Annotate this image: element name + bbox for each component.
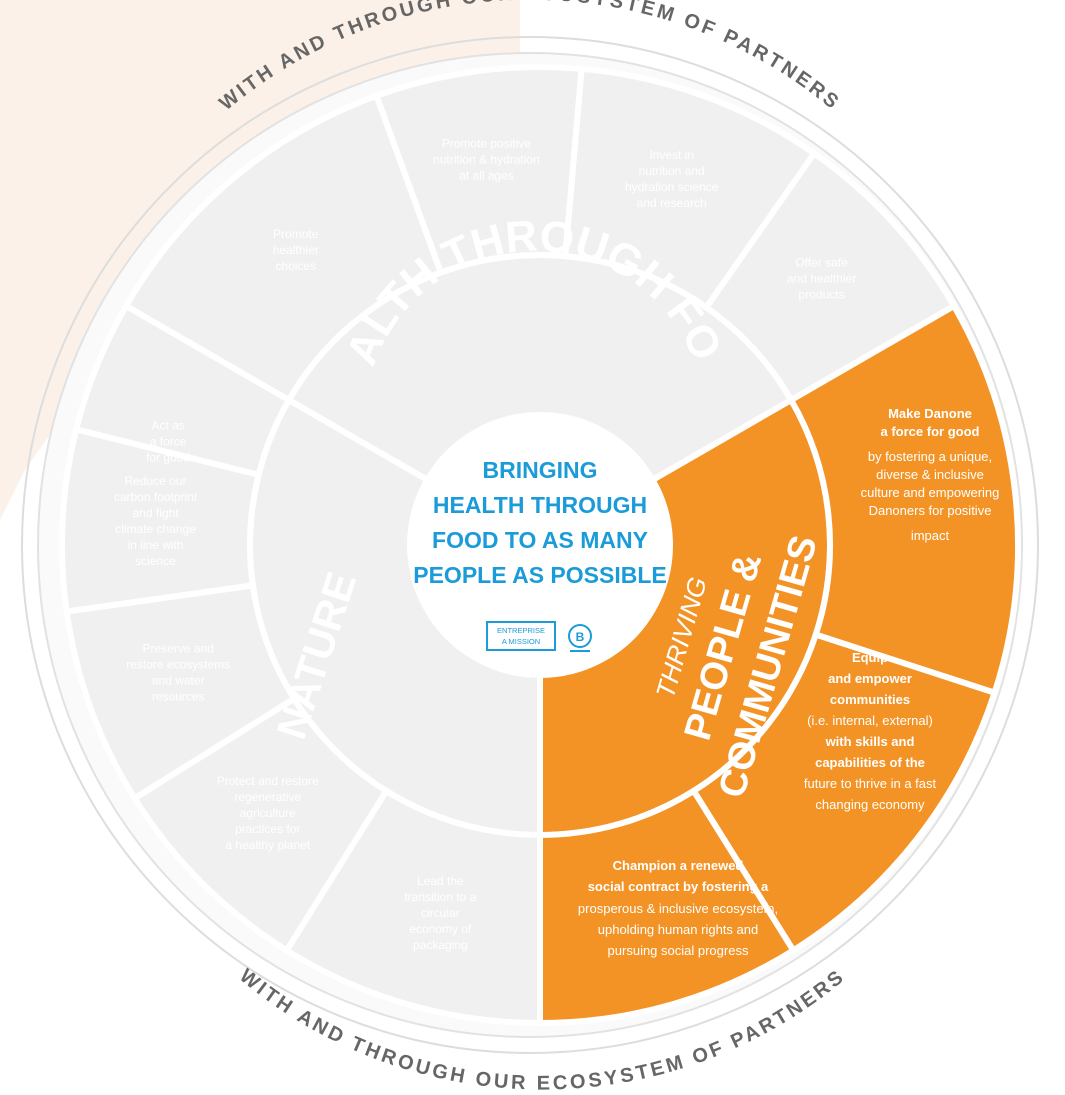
gray-segment-text: practices for xyxy=(235,822,300,836)
outer-segment-nature-5 xyxy=(72,301,293,479)
gray-segment-text: for good xyxy=(146,450,190,464)
gray-segment-text: Act as xyxy=(151,418,184,432)
segments-group xyxy=(59,64,1021,1027)
gray-segment-text: choices xyxy=(275,259,316,273)
svg-text:a force for good: a force for good xyxy=(881,424,980,439)
svg-text:prosperous & inclusive ecosyst: prosperous & inclusive ecosystem, xyxy=(578,901,778,916)
svg-text:changing economy: changing economy xyxy=(815,797,925,812)
gray-segment-text: hydration science xyxy=(625,180,719,194)
gray-segment-text: at all ages xyxy=(459,169,514,183)
svg-text:Danoners for positive: Danoners for positive xyxy=(869,503,992,518)
center-headline: BRINGING HEALTH THROUGH FOOD TO AS MANY … xyxy=(413,457,666,588)
svg-text:upholding human rights and: upholding human rights and xyxy=(598,922,758,937)
gray-segment-text: and healthier xyxy=(787,271,856,285)
gray-segment-text: carbon footprint xyxy=(114,490,198,504)
gray-segment-text: nutrition & hydration xyxy=(433,153,540,167)
svg-text:diverse & inclusive: diverse & inclusive xyxy=(876,467,984,482)
center-badges: ENTREPRISE A MISSION B xyxy=(486,621,592,652)
svg-text:impact: impact xyxy=(911,528,950,543)
svg-text:(i.e. internal, external): (i.e. internal, external) xyxy=(807,713,933,728)
gray-segment-text: economy of xyxy=(409,922,472,936)
gray-segment-text: in line with xyxy=(128,538,184,552)
gray-segment-text: Invest in xyxy=(649,148,694,162)
gray-segment-text: Offer safe xyxy=(795,255,848,269)
svg-text:Equip: Equip xyxy=(852,650,888,665)
gray-segment-text: a healthy planet xyxy=(225,838,310,852)
svg-text:Make Danone: Make Danone xyxy=(888,406,972,421)
gray-segment-text: and fight xyxy=(133,506,180,520)
beige-backdrop xyxy=(0,0,520,520)
gray-segment-text: restore ecosystems xyxy=(126,658,230,672)
gray-segment-text: circular xyxy=(421,906,460,920)
gray-segment-text: Protect and restore xyxy=(217,774,319,788)
gray-segment-text: agriculture xyxy=(240,806,296,820)
gray-segment-text: Preserve and xyxy=(143,642,214,656)
gray-segment-text: a force xyxy=(150,434,187,448)
gray-segment-text: and water xyxy=(152,674,205,688)
svg-text:by fostering a unique,: by fostering a unique, xyxy=(868,449,992,464)
gray-segment-text: Promote positive xyxy=(442,137,532,151)
svg-text:with skills and: with skills and xyxy=(825,734,915,749)
svg-text:FOOD TO AS MANY: FOOD TO AS MANY xyxy=(432,527,648,553)
entreprise-badge-text: ENTREPRISE xyxy=(497,626,545,635)
center-circle xyxy=(410,415,670,675)
svg-text:HEALTH THROUGH: HEALTH THROUGH xyxy=(433,492,647,518)
svg-text:B: B xyxy=(576,630,585,644)
gray-segment-text: Promote xyxy=(273,227,319,241)
svg-text:capabilities of the: capabilities of the xyxy=(815,755,925,770)
gray-labels-group: Promote healthier choices Promote positive n… xyxy=(114,137,856,952)
entreprise-badge-text-2: A MISSION xyxy=(502,637,540,646)
people-segment-2-text: Equip and empower communities (i.e. inte… xyxy=(804,650,937,812)
gray-segment-text: healthier xyxy=(273,243,319,257)
entreprise-badge xyxy=(486,621,556,651)
svg-text:pursuing social progress: pursuing social progress xyxy=(608,943,749,958)
svg-text:communities: communities xyxy=(830,692,910,707)
svg-text:Champion a renewed: Champion a renewed xyxy=(613,858,744,873)
svg-text:future to thrive in a fast: future to thrive in a fast xyxy=(804,776,937,791)
gray-segment-text: transition to a xyxy=(404,890,476,904)
gray-segment-text: and research xyxy=(637,196,707,210)
gray-segment-text: science xyxy=(135,554,176,568)
people-segment-1-text: Make Danone a force for good by fosterin… xyxy=(861,406,1000,543)
gray-segment-text: packaging xyxy=(413,938,468,952)
outer-border-ring xyxy=(21,36,1039,1054)
gray-segment-text: regenerative xyxy=(234,790,301,804)
gray-segment-text: climate change xyxy=(115,522,196,536)
gray-segment-text: products xyxy=(799,287,845,301)
svg-text:BRINGING: BRINGING xyxy=(483,457,598,483)
gray-segment-text: Reduce our xyxy=(125,474,187,488)
svg-text:PEOPLE AS POSSIBLE: PEOPLE AS POSSIBLE xyxy=(413,562,666,588)
svg-text:and empower: and empower xyxy=(828,671,912,686)
gray-segment-text: resources xyxy=(152,690,205,704)
svg-text:social contract by fostering a: social contract by fostering a xyxy=(588,879,769,894)
gray-segment-text: Lead the xyxy=(417,874,464,888)
people-segment-3-text: Champion a renewed social contract by fo… xyxy=(578,858,778,958)
gray-segment-text: nutrition and xyxy=(639,164,705,178)
svg-text:culture and empowering: culture and empowering xyxy=(861,485,1000,500)
bcorp-icon: B xyxy=(568,624,592,652)
